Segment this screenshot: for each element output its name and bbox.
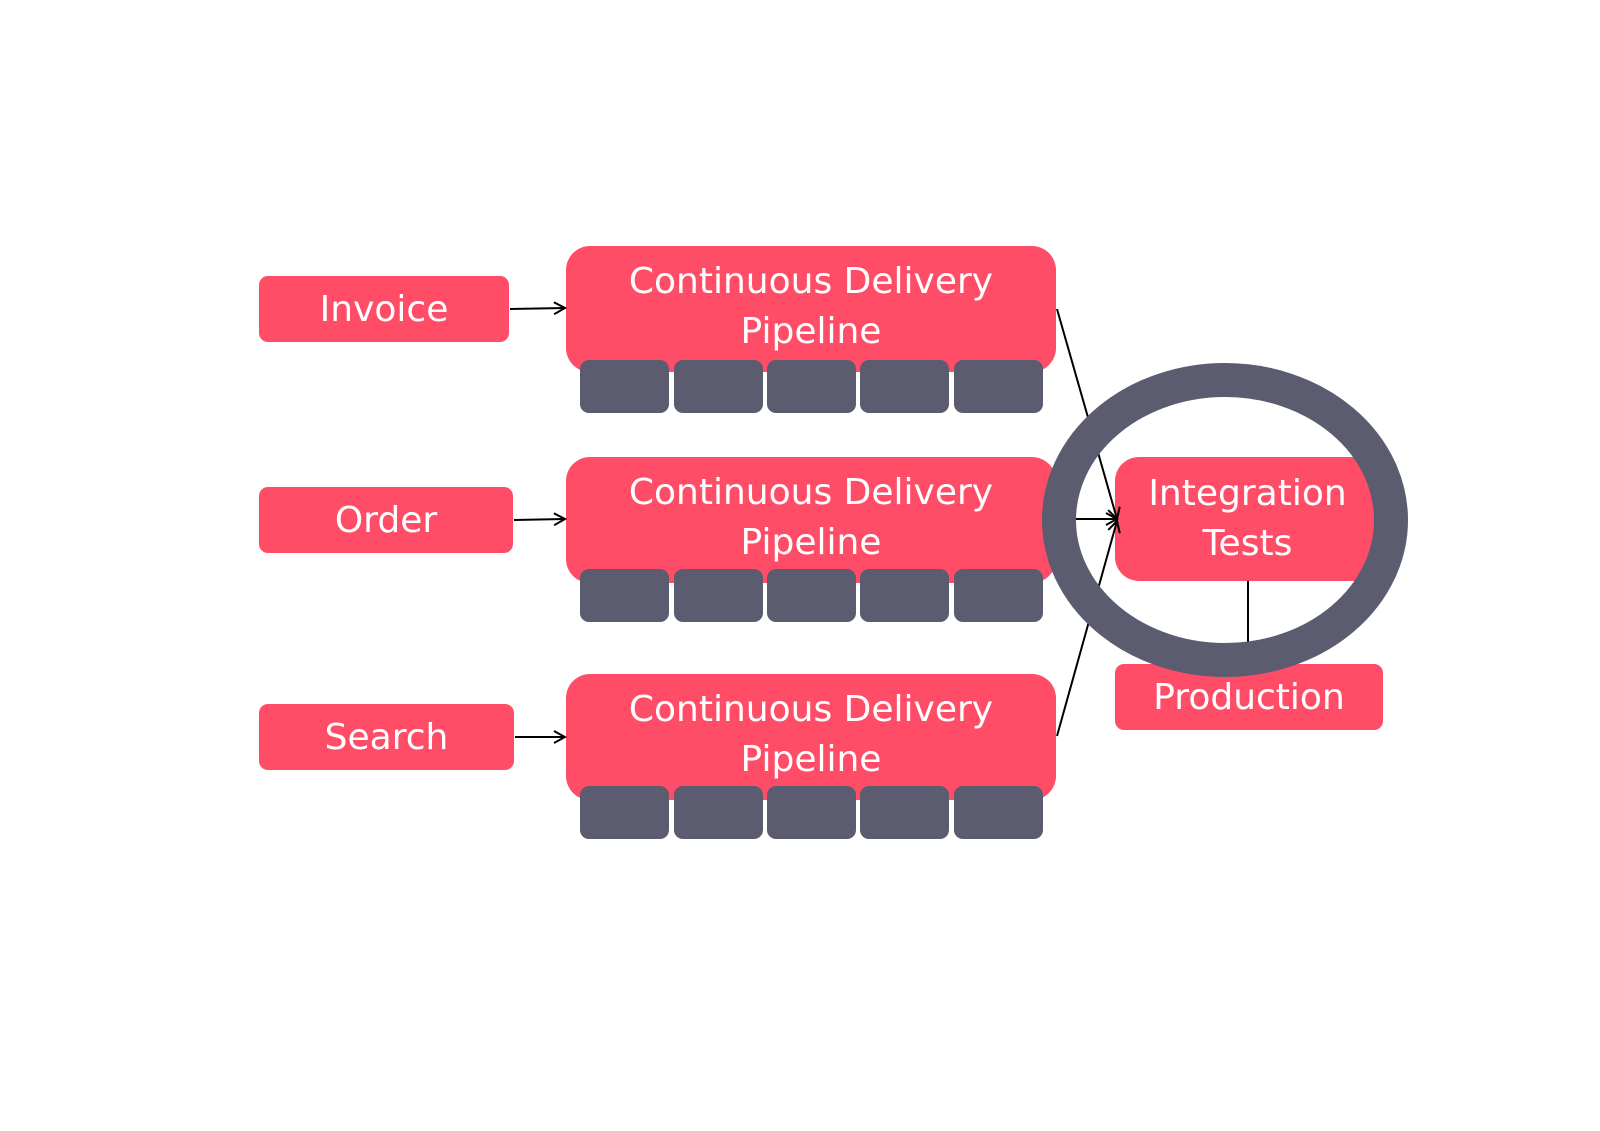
pipeline-stage [767,360,856,413]
pipeline-stage [954,786,1043,839]
invoice-label: Invoice [319,288,449,330]
pipeline-stage [954,569,1043,622]
pipeline-stage [580,569,669,622]
pipeline-stage [767,569,856,622]
pipeline-stage [580,786,669,839]
pipeline-stage [674,569,763,622]
pipeline-title-line1: Continuous Delivery [628,261,994,302]
pipeline-box: Continuous Delivery Pipeline [566,674,1056,800]
invoice-box: Invoice [259,276,509,342]
pipeline-stages [580,360,1045,413]
pipeline-stage [674,360,763,413]
order-label: Order [334,499,438,541]
production-label: Production [1153,676,1345,718]
search-label: Search [324,716,449,758]
integration-tests-box: Integration Tests [1115,457,1380,581]
search-box: Search [259,704,514,770]
pipeline-title-line2: Pipeline [740,311,882,352]
pipeline-box: Continuous Delivery Pipeline [566,457,1056,583]
arrow-invoice-to-pipeline [509,308,565,309]
pipeline-stage [580,360,669,413]
pipeline-box: Continuous Delivery Pipeline [566,246,1056,372]
pipeline-stage [860,569,949,622]
pipeline-stage [860,360,949,413]
pipeline-stages [580,569,1045,622]
pipeline-stage [767,786,856,839]
integration-tests-line1: Integration [1148,473,1347,514]
order-box: Order [259,487,513,553]
pipeline-stages [580,786,1045,839]
pipeline-title-line1: Continuous Delivery [628,472,994,513]
arrow-pipeline1-to-integration [1056,308,1117,519]
arrow-pipeline3-to-integration [1056,521,1117,737]
production-box: Production [1115,664,1383,730]
pipeline-stage [954,360,1043,413]
pipeline-stage [674,786,763,839]
pipeline-title-line2: Pipeline [740,739,882,780]
pipeline-title-line2: Pipeline [740,522,882,563]
pipeline-stage [860,786,949,839]
arrow-order-to-pipeline [513,519,565,520]
integration-tests-line2: Tests [1202,523,1293,564]
pipeline-title-line1: Continuous Delivery [628,689,994,730]
